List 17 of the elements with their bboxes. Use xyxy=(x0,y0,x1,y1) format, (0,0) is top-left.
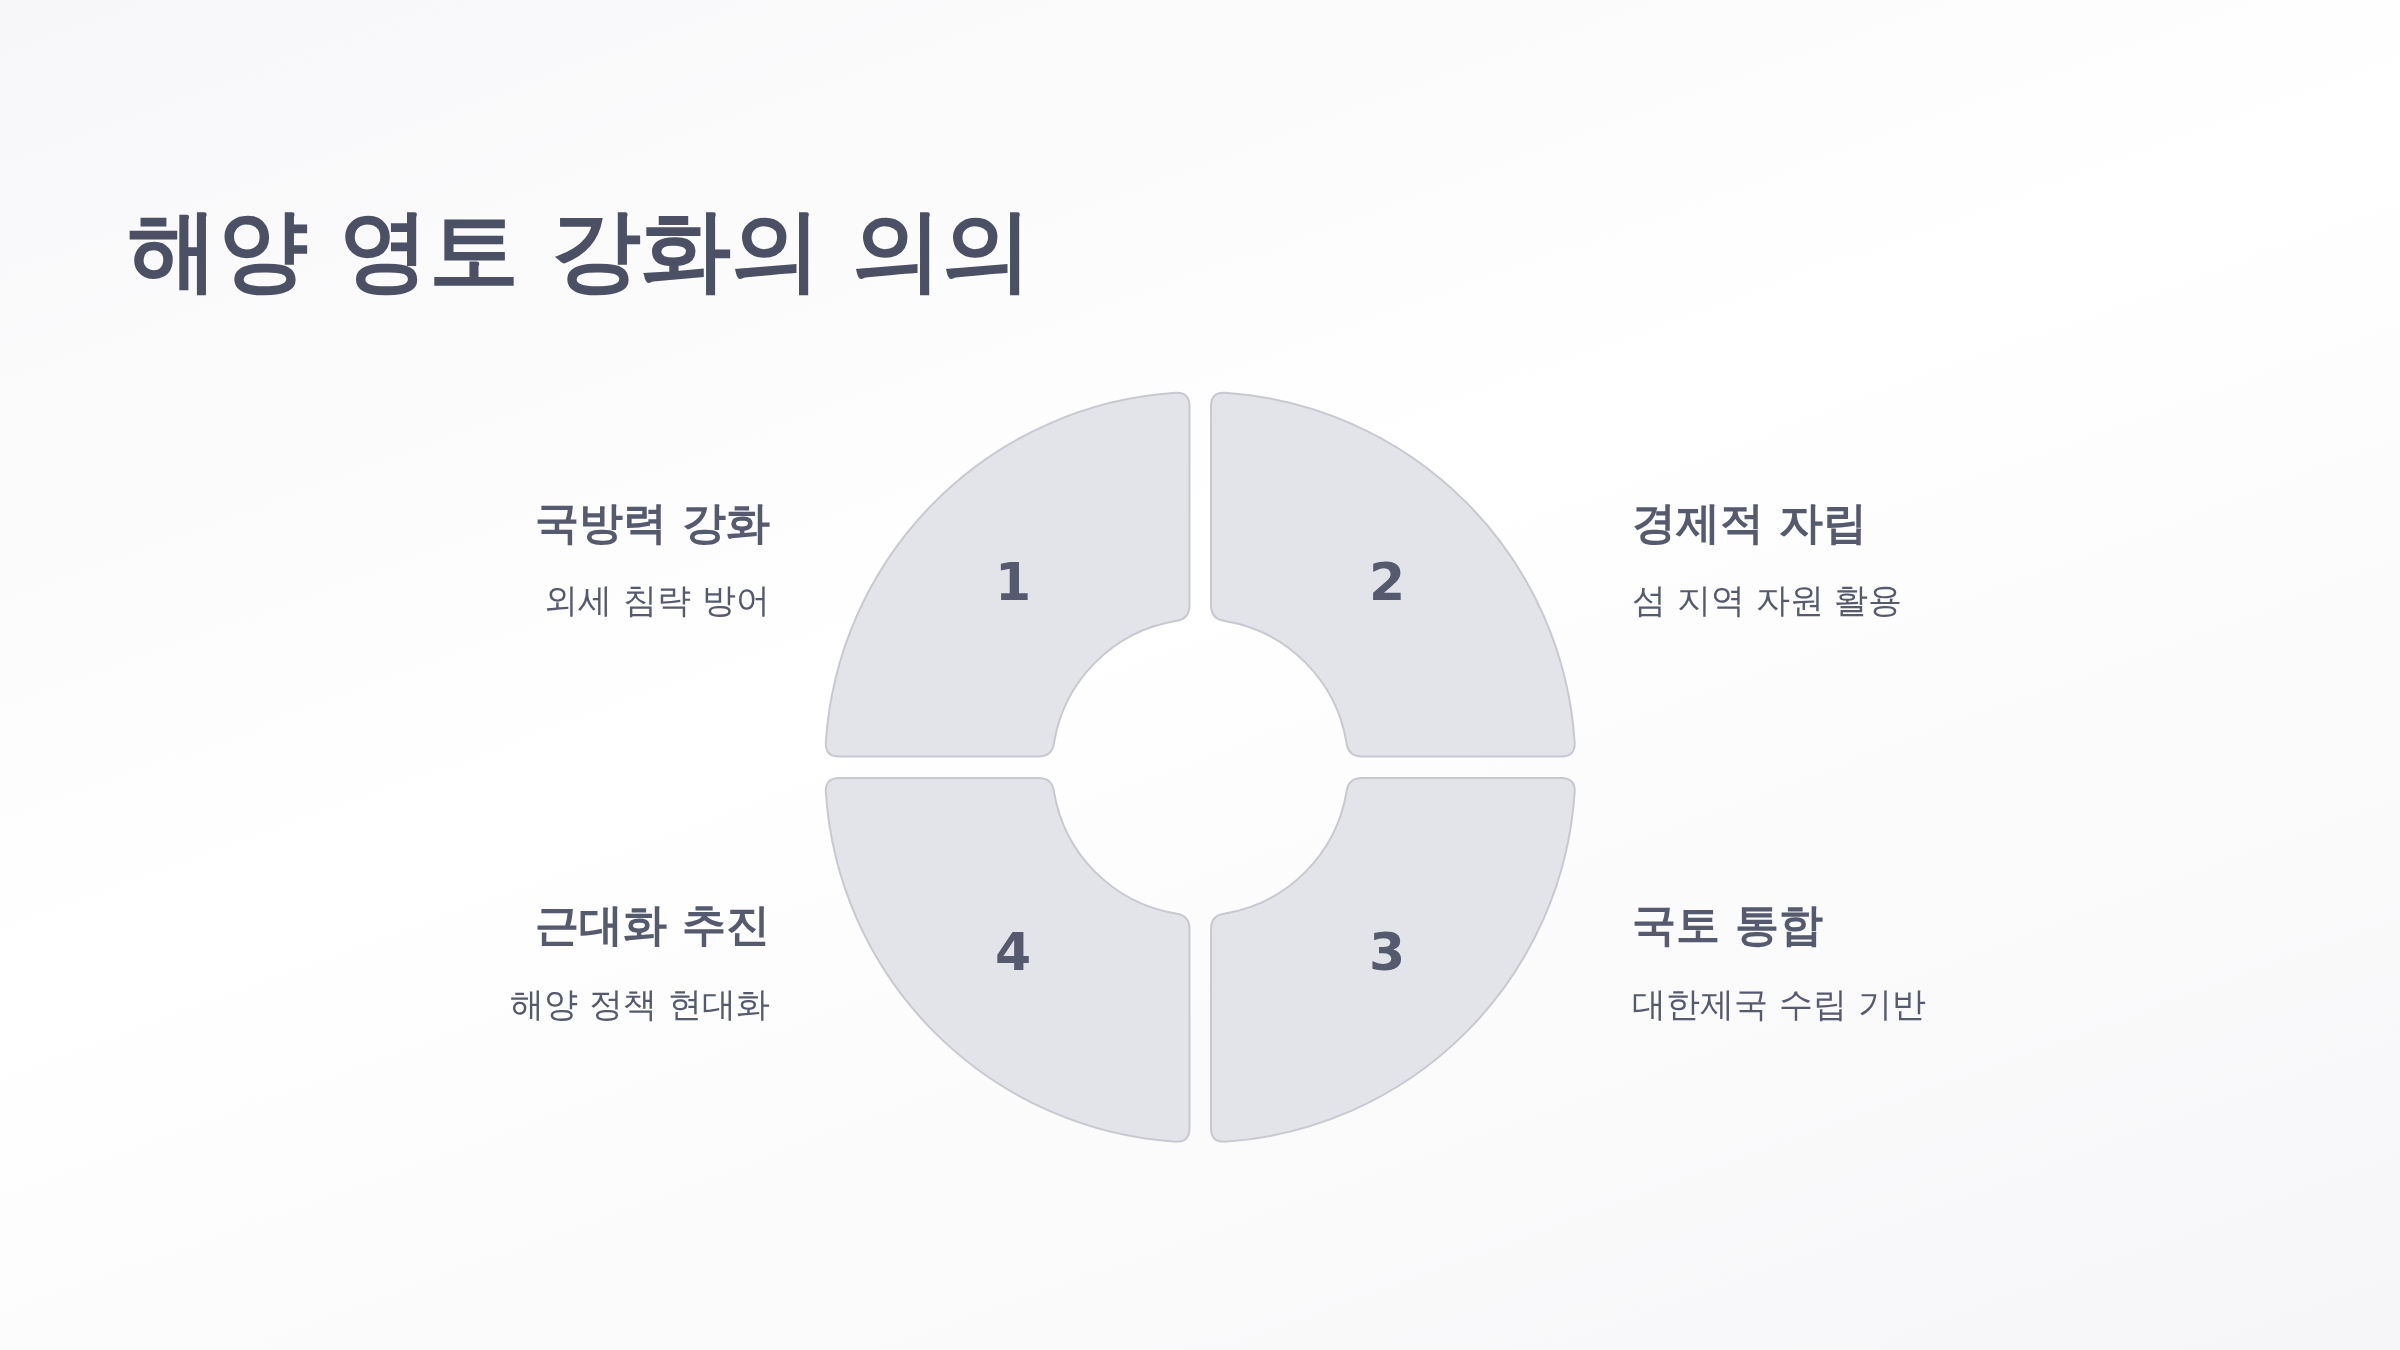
item-heading: 근대화 추진 xyxy=(534,903,770,947)
item-heading: 경제적 자립 xyxy=(1632,501,1868,545)
ring-segment xyxy=(1210,777,1575,1142)
item-heading: 국토 통합 xyxy=(1632,903,1824,947)
item-heading: 국방력 강화 xyxy=(534,501,770,545)
segment-number: 2 xyxy=(1368,556,1406,608)
segment-number: 1 xyxy=(994,556,1032,608)
item-description: 해양 정책 현대화 xyxy=(510,987,770,1021)
item-description: 대한제국 수립 기반 xyxy=(1632,987,1926,1021)
item-description: 외세 침략 방어 xyxy=(544,583,770,617)
ring-segment xyxy=(825,777,1190,1142)
ring-segment xyxy=(1210,392,1575,757)
segment-number: 4 xyxy=(994,926,1032,978)
item-description: 섬 지역 자원 활용 xyxy=(1632,583,1903,617)
ring-segment xyxy=(825,392,1190,757)
segment-number: 3 xyxy=(1368,926,1406,978)
slide-title: 해양 영토 강화의 의의 xyxy=(128,200,1032,299)
